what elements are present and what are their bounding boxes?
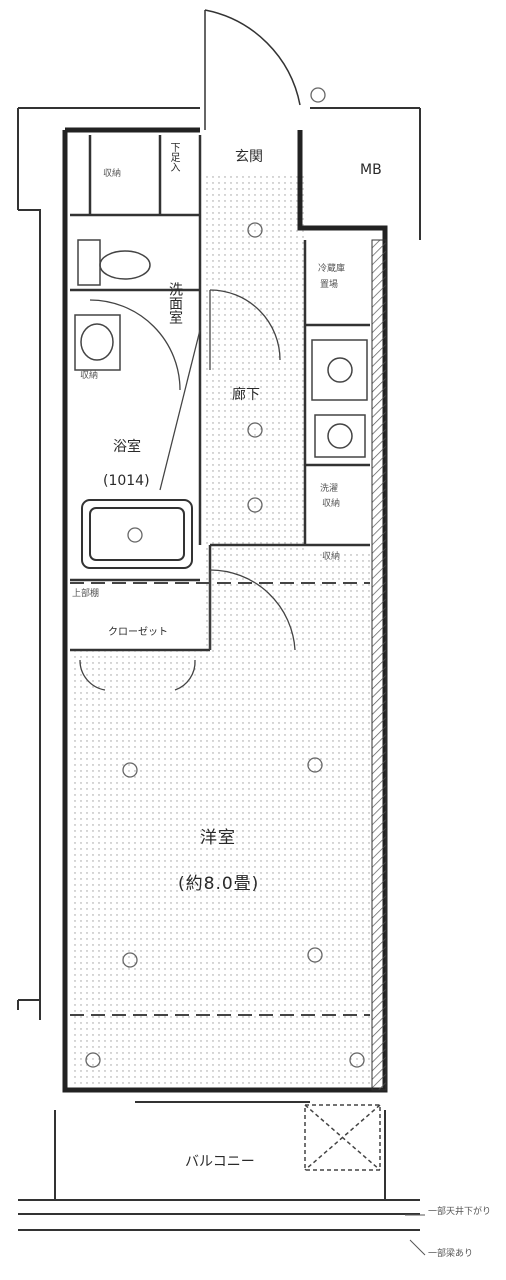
note-beam: 一部梁あり: [428, 1249, 474, 1259]
room-label-mb: MB: [360, 162, 382, 178]
fixture-label-storage-4: 収納: [322, 552, 341, 562]
dashed-lines: [70, 582, 370, 1016]
fixture-label-storage-2: 収納: [80, 371, 99, 381]
room-label-western-room: 洋室: [200, 828, 236, 848]
room-label-genkan: 玄関: [235, 149, 263, 165]
fixture-label-fridge-2: 置場: [320, 280, 339, 290]
door-swings: [79, 289, 296, 691]
evacuation-hatch: [304, 1104, 381, 1171]
fixture-label-storage-3: 収納: [322, 499, 341, 509]
room-label-shoe-box: 下足入: [168, 142, 179, 172]
washbasin: [74, 314, 121, 371]
room-label-corridor: 廊下: [232, 387, 260, 403]
room-label-washroom: 洗面室: [167, 282, 183, 324]
kitchen-fixtures: [311, 339, 368, 458]
room-label-balcony: バルコニー: [185, 1154, 255, 1170]
hatched-wall: [371, 239, 387, 1091]
room-label-upper-shelf: 上部棚: [72, 589, 100, 599]
note-leaders: [405, 1214, 426, 1256]
toilet: [77, 239, 151, 286]
note-ceiling-drop: 一部天井下がり: [428, 1207, 492, 1217]
room-label-closet: クローゼット: [108, 627, 168, 638]
fixture-label-storage: 収納: [103, 169, 122, 179]
room-label-bath-size: (1014): [103, 473, 150, 489]
room-label-bath: 浴室: [113, 439, 141, 455]
bathtub: [81, 499, 193, 569]
room-label-western-room-size: (約8.0畳): [178, 874, 260, 894]
light-markers: [85, 87, 365, 1068]
entrance-door: [204, 9, 301, 130]
balcony-outline: [18, 1101, 420, 1231]
fixture-label-laundry: 洗濯: [320, 484, 339, 494]
neighbor-walls: [17, 107, 421, 1020]
fixture-label-fridge: 冷蔵庫: [318, 264, 346, 274]
